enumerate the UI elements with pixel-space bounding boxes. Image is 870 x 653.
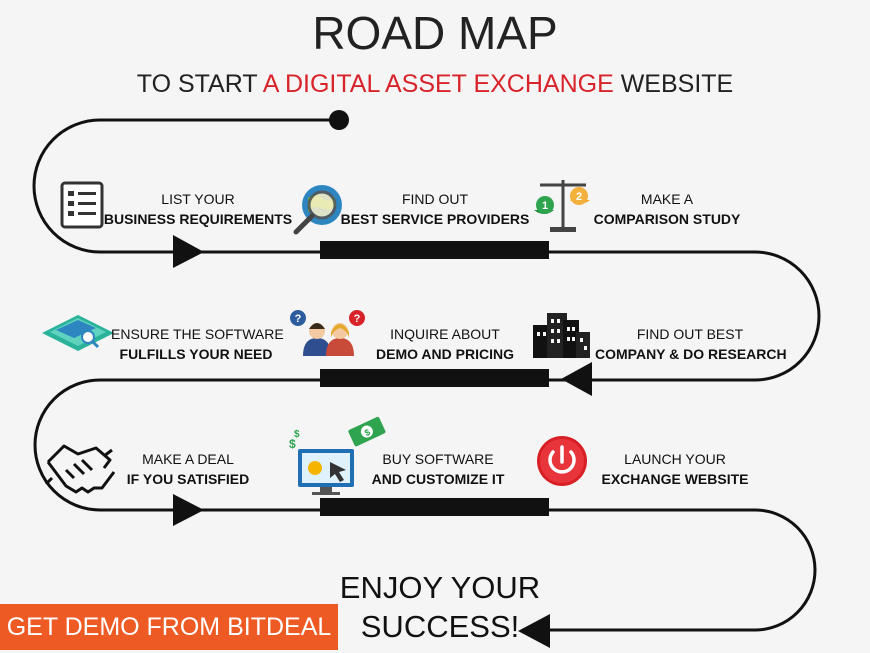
step-line2: AND CUSTOMIZE IT [371,471,505,487]
svg-text:$: $ [294,429,300,440]
step-line2: COMPARISON STUDY [593,211,741,227]
enjoy-line1: ENJOY YOUR [339,570,541,605]
handshake-icon [44,444,116,494]
enjoy-success-text: ENJOY YOUR SUCCESS! [330,568,550,646]
step-line1: BUY SOFTWARE [382,451,494,467]
step-make-deal: MAKE A DEAL IF YOU SATISFIED [120,449,256,489]
step-line2: DEMO AND PRICING [376,346,514,362]
step-line1: LAUNCH YOUR [624,451,726,467]
software-check-icon [42,315,114,351]
step-line2: COMPANY & DO RESEARCH [595,346,787,362]
subtitle-prefix: TO START [136,70,263,98]
step-comparison-study: MAKE A COMPARISON STUDY [592,189,742,229]
step-line2: BUSINESS REQUIREMENTS [103,211,293,227]
step-line2: EXCHANGE WEBSITE [601,471,749,487]
buildings-icon [533,313,590,358]
step-line1: FIND OUT BEST [636,326,744,342]
road-bar-3 [320,498,549,516]
step-launch-website: LAUNCH YOUR EXCHANGE WEBSITE [600,449,750,489]
globe-magnifier-icon [293,185,342,235]
svg-text:1: 1 [542,200,548,212]
step-find-providers: FIND OUT BEST SERVICE PROVIDERS [340,189,530,229]
balance-scale-icon: 1 2 [534,180,590,232]
start-dot [329,110,349,130]
step-find-company: FIND OUT BEST COMPANY & DO RESEARCH [595,324,787,364]
step-line1: MAKE A DEAL [142,451,234,467]
step-line1: FIND OUT [401,191,469,207]
step-ensure-software: ENSURE THE SOFTWARE FULFILLS YOUR NEED [111,324,284,364]
arrow-left-end [518,614,550,648]
road-bar-1 [320,241,549,259]
arrow-right-1 [173,235,204,268]
step-line1: INQUIRE ABOUT [390,326,500,342]
money-computer-icon: $ $ $ [289,416,386,495]
checklist-icon [60,181,104,229]
arrow-right-3 [173,494,204,526]
page-subtitle: TO START A DIGITAL ASSET EXCHANGE WEBSIT… [0,70,870,99]
people-question-icon: ? ? [290,310,365,356]
subtitle-highlight: A DIGITAL ASSET EXCHANGE [262,70,614,98]
svg-text:$: $ [363,427,372,438]
svg-text:$: $ [289,437,296,451]
road-bar-2 [320,369,549,387]
step-line1: ENSURE THE SOFTWARE [111,326,284,342]
power-button-icon [537,436,587,486]
step-line1: LIST YOUR [161,191,235,207]
step-line2: BEST SERVICE PROVIDERS [340,211,530,227]
step-line2: IF YOU SATISFIED [126,471,250,487]
svg-text:?: ? [354,313,361,325]
page-title: ROAD MAP [312,7,558,59]
step-line1: MAKE A [640,191,694,207]
svg-text:?: ? [295,313,302,325]
get-demo-button[interactable]: GET DEMO FROM BITDEAL [0,604,338,650]
subtitle-suffix: WEBSITE [613,70,734,98]
arrow-left-2 [561,362,592,396]
step-line2: FULFILLS YOUR NEED [119,346,273,362]
svg-text:2: 2 [576,191,582,203]
step-inquire-demo: INQUIRE ABOUT DEMO AND PRICING [360,324,530,364]
step-buy-software: BUY SOFTWARE AND CUSTOMIZE IT [368,449,508,489]
step-list-requirements: LIST YOUR BUSINESS REQUIREMENTS [100,189,296,229]
enjoy-line2: SUCCESS! [360,609,520,644]
